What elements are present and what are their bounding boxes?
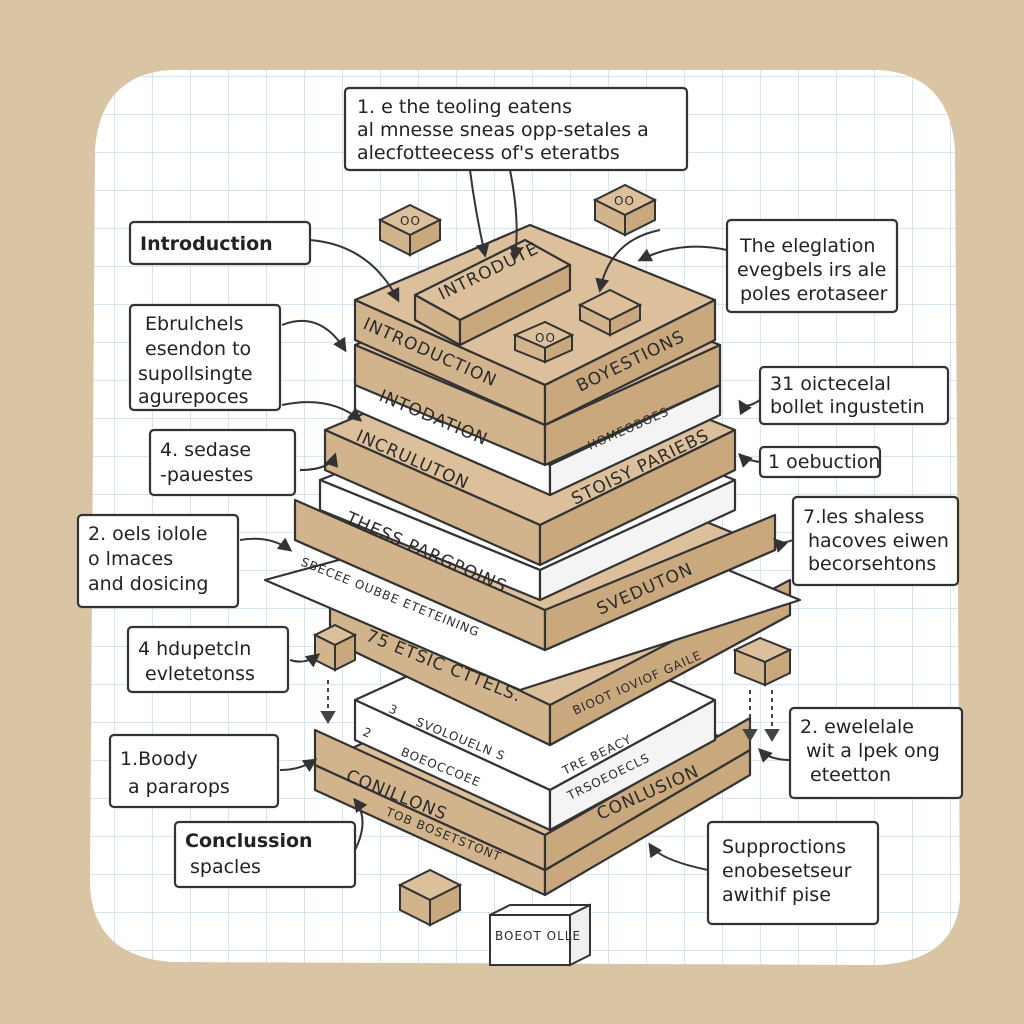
label-boxes bbox=[76, 86, 964, 926]
oebuction-label: 1 oebuction bbox=[768, 451, 880, 473]
cube-left bbox=[312, 623, 358, 672]
bollet-line-1: 31 oictecelal bbox=[770, 373, 891, 395]
sedase-line-2: -pauestes bbox=[160, 464, 253, 486]
ebrulchels-line-2: esendon to bbox=[145, 338, 251, 360]
ewelelale-line-1: 2. ewelelale bbox=[800, 716, 914, 738]
small-box-bottom bbox=[489, 903, 591, 967]
bollet-box bbox=[758, 365, 950, 426]
cube-top-right bbox=[592, 183, 658, 237]
ewelelale-line-3: eteetton bbox=[810, 764, 891, 786]
supproctions-line-2: enobesetseur bbox=[722, 860, 852, 882]
boody-box bbox=[108, 733, 280, 809]
cube-top-left bbox=[377, 203, 443, 257]
intro-label: Introduction bbox=[140, 233, 273, 255]
small-box-label: BOEOT OLLE bbox=[495, 929, 581, 943]
images-line-2: o lmaces bbox=[88, 548, 173, 570]
oleglation-line-2: evegbels irs ale bbox=[737, 259, 886, 281]
cube-label-1: OO bbox=[400, 214, 421, 228]
oleglation-line-3: poles erotaseer bbox=[740, 283, 888, 305]
cube-label-2: OO bbox=[614, 194, 635, 208]
shaless-line-2: hacoves eiwen bbox=[808, 530, 949, 552]
decor-cubes bbox=[312, 183, 793, 967]
supproctions-line-1: Supproctions bbox=[722, 836, 846, 858]
top-note-line-1: 1. e the teoling eatens bbox=[357, 96, 572, 118]
ebrulchels-line-1: Ebrulchels bbox=[145, 313, 244, 335]
hdupetcln-line-2: evletetonss bbox=[145, 663, 255, 685]
shaless-line-3: becorsehtons bbox=[808, 553, 936, 575]
conclusion-box bbox=[173, 820, 357, 889]
ebrulchels-line-4: agurepoces bbox=[138, 386, 249, 408]
label-texts: 1. e the teoling eatens al mnesse sneas … bbox=[88, 96, 949, 906]
supproctions-box bbox=[706, 820, 880, 926]
shaless-line-1: 7.les shaless bbox=[803, 506, 924, 528]
connector-arrows bbox=[239, 169, 794, 871]
oleglation-line-1: The eleglation bbox=[739, 235, 875, 257]
cube-bottom bbox=[397, 868, 463, 927]
supproctions-line-3: awithif pise bbox=[722, 884, 831, 906]
boody-line-1: 1.Boody bbox=[120, 748, 198, 770]
boody-line-2: a pararops bbox=[128, 776, 230, 798]
oleglation-box bbox=[725, 218, 899, 314]
sedase-box bbox=[148, 428, 297, 497]
ewelelale-box bbox=[788, 706, 964, 800]
top-note-box bbox=[343, 86, 689, 172]
ewelelale-line-2: wit a lpek ong bbox=[806, 740, 940, 762]
ebrulchels-box bbox=[128, 303, 282, 412]
ebrulchels-line-3: supollsingte bbox=[138, 363, 253, 385]
conclusion-line-1: Conclussion bbox=[185, 830, 313, 852]
conclusion-line-2: spacles bbox=[190, 856, 261, 878]
images-box bbox=[76, 513, 240, 609]
images-line-3: and dosicing bbox=[88, 573, 208, 595]
top-note-line-3: alecfotteecess of's eteratbs bbox=[357, 142, 620, 164]
top-inner-box bbox=[413, 238, 572, 347]
hdupetcln-line-1: 4 hdupetcln bbox=[138, 638, 251, 660]
sedase-line-1: 4. sedase bbox=[160, 439, 251, 461]
bollet-line-2: bollet ingustetin bbox=[770, 396, 925, 418]
intro-box bbox=[128, 220, 312, 266]
cube-mid-top bbox=[512, 320, 575, 364]
cube-right bbox=[732, 636, 793, 687]
cube-on-top bbox=[577, 288, 643, 337]
cube-label-3: OO bbox=[535, 331, 556, 345]
images-line-1: 2. oels iolole bbox=[88, 523, 207, 545]
top-note-line-2: al mnesse sneas opp-setales a bbox=[357, 119, 649, 141]
hdupetcln-box bbox=[126, 625, 290, 694]
dashed-arrows bbox=[320, 680, 780, 742]
